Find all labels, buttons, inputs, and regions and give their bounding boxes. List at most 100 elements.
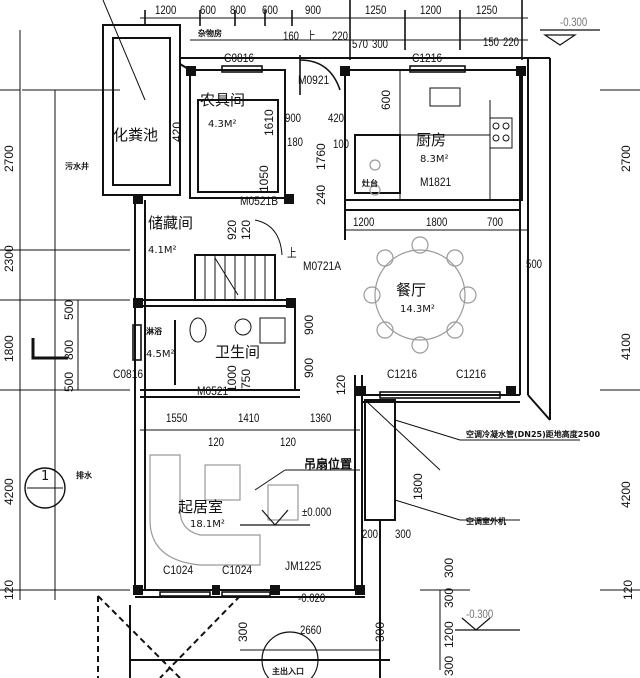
door-code: M1821: [420, 175, 452, 189]
elevation-top: -0.300: [560, 15, 588, 29]
room-kitchen: 厨房: [416, 131, 447, 149]
dim-label: 1200: [420, 3, 442, 17]
dim-label: 300: [372, 37, 389, 51]
room-area: 4.5M²: [146, 349, 175, 360]
dim-label: 1410: [238, 411, 260, 425]
stair-up-label: 上: [287, 246, 297, 260]
section-marker: [24, 467, 66, 509]
ac-unit-leaders: [254, 399, 580, 521]
entrance-label: 主出入口: [272, 667, 304, 676]
dim-label: 1550: [166, 411, 188, 425]
dim-label: 120: [208, 435, 225, 449]
door-code: M0921: [298, 73, 330, 87]
drain-label: 排水: [76, 471, 92, 480]
elevation-markers: [240, 29, 600, 631]
elevation-living: ±0.000: [302, 505, 332, 519]
dim-label: 1800: [426, 215, 448, 229]
top-tag: 杂物房: [198, 29, 222, 38]
dim-label: 1200: [155, 3, 177, 17]
stove-label: 灶台: [362, 179, 378, 188]
dim-label: 300: [236, 621, 250, 642]
room-storage: 储藏间: [148, 214, 194, 232]
dim-label: 120: [334, 374, 348, 395]
ceiling-fan-label: 吊扇位置: [304, 457, 353, 471]
ac-drain-note: 空调冷凝水管(DN25)距地高度2500: [466, 430, 601, 439]
dim-label: 上: [306, 29, 316, 43]
dim-label: 1250: [365, 3, 387, 17]
dim-label: 100: [333, 137, 350, 151]
dim-label: 750: [239, 368, 253, 389]
window-code: C1024: [222, 563, 253, 577]
dim-label: 1800: [411, 473, 425, 500]
room-area: 14.3M²: [400, 304, 435, 315]
elevation-bottom: -0.300: [466, 607, 494, 621]
furniture: [149, 159, 477, 566]
stairs: [204, 219, 283, 300]
dim-label: 920: [225, 219, 239, 240]
dim-label: 300: [395, 527, 412, 541]
dim-label: 240: [314, 184, 328, 205]
dim-label: 1200: [353, 215, 375, 229]
shower-label: 淋浴: [146, 327, 162, 336]
dim-label: 600: [262, 3, 279, 17]
door-code: M0521B: [240, 194, 278, 208]
dim-label: 420: [170, 121, 184, 142]
dim-label: 2300: [2, 245, 16, 272]
dim-label: 900: [302, 357, 316, 378]
dim-label: 150: [483, 35, 500, 49]
windows: [132, 55, 501, 597]
dim-label: 800: [230, 3, 247, 17]
dim-label: 160: [283, 29, 300, 43]
dim-label: 2700: [2, 145, 16, 172]
window-code: C0816: [224, 51, 255, 65]
sewage-well-label: 污水井: [65, 162, 89, 171]
section-number: 1: [41, 469, 50, 484]
dim-label: 300: [442, 557, 456, 578]
room-tool-storage: 农具间: [200, 91, 246, 109]
dim-label: 120: [280, 435, 297, 449]
dim-label: 500: [62, 371, 76, 392]
room-area: 8.3M²: [420, 154, 449, 165]
dim-label: 300: [442, 655, 456, 676]
bathroom-fixtures: [189, 317, 286, 344]
dim-label: 1050: [257, 165, 271, 192]
dim-label: 4200: [2, 478, 16, 505]
window-code: C1216: [412, 51, 443, 65]
dim-label: 1360: [310, 411, 332, 425]
dim-label: 300: [442, 587, 456, 608]
dim-label: 200: [362, 527, 379, 541]
dim-label: 900: [305, 3, 322, 17]
dim-label: 420: [328, 111, 345, 125]
dim-label: 120: [2, 579, 16, 600]
door-code: M0721A: [303, 259, 341, 273]
window-code: C0816: [113, 367, 144, 381]
room-area: 4.3M²: [208, 119, 237, 130]
dim-label: 220: [332, 29, 349, 43]
door-code: M0521: [197, 384, 229, 398]
dim-label: 700: [487, 215, 504, 229]
dim-label: 1610: [262, 109, 276, 136]
dim-label: 570: [352, 37, 369, 51]
columns: [133, 66, 526, 595]
dim-label: 600: [379, 89, 393, 110]
dim-label: 500: [526, 257, 543, 271]
kitchen-fixtures: [399, 70, 513, 200]
dim-label: 500: [62, 299, 76, 320]
room-area: 18.1M²: [190, 519, 225, 530]
dim-label: 1200: [442, 621, 456, 648]
ac-unit-note: 空调室外机: [466, 517, 506, 526]
dim-label: 1760: [314, 143, 328, 170]
room-bathroom: 卫生间: [215, 343, 261, 361]
dim-label: 300: [373, 621, 387, 642]
dim-label: 4200: [619, 481, 633, 508]
dim-label: 2660: [300, 623, 322, 637]
dim-label: 800: [62, 339, 76, 360]
dim-label: 900: [302, 314, 316, 335]
dim-label: 180: [287, 135, 304, 149]
door-code: JM1225: [285, 559, 322, 573]
dim-label: -0.020: [298, 591, 326, 605]
dim-label: 4100: [619, 333, 633, 360]
window-code: C1216: [387, 367, 418, 381]
